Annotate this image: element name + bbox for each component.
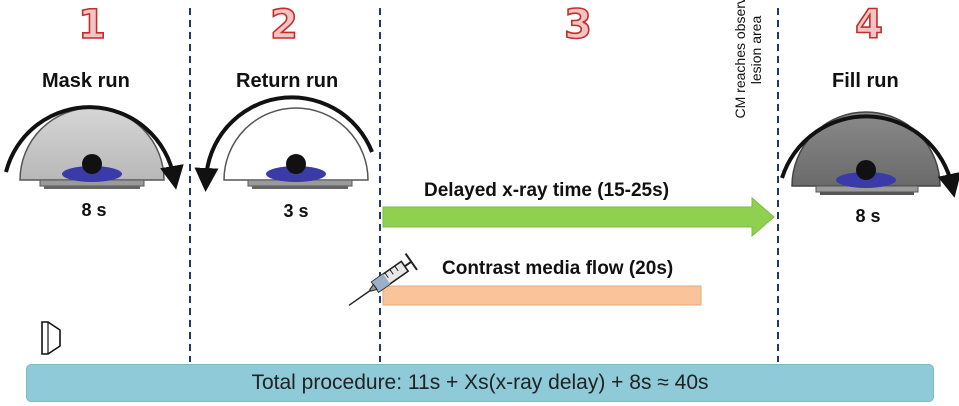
duration-mask-run: 8 s [81, 200, 107, 220]
phase-number-2: 2 [269, 1, 298, 49]
total-procedure-bar: Total procedure: 11s + Xs(x-ray delay) +… [26, 364, 934, 402]
return-run-scanner-icon [194, 95, 374, 192]
duration-fill-run: 8 s [855, 206, 881, 226]
cm-note-line-1: CM reaches observed [732, 0, 748, 119]
fill-run-scanner-icon [780, 111, 959, 198]
mask-run-scanner-icon [4, 105, 184, 190]
detector-icon [41, 321, 61, 355]
total-procedure-label: Total procedure: 11s + Xs(x-ray delay) +… [251, 371, 709, 394]
delayed-xray-label: Delayed x-ray time (15-25s) [424, 180, 670, 201]
contrast-media-bar [382, 285, 702, 306]
phase-number-4: 4 [854, 1, 883, 49]
phase-title-mask-run: Mask run [42, 70, 130, 92]
duration-return-run: 3 s [283, 201, 309, 221]
delayed-xray-arrow [382, 196, 775, 238]
phase-number-3: 3 [563, 1, 592, 49]
cm-note-line-2: lesion area [748, 15, 764, 85]
contrast-media-label: Contrast media flow (20s) [442, 258, 674, 279]
syringe-icon [348, 252, 418, 306]
phase-number-1: 1 [77, 1, 106, 49]
phase-title-return-run: Return run [236, 70, 339, 92]
phase-title-fill-run: Fill run [832, 70, 899, 92]
